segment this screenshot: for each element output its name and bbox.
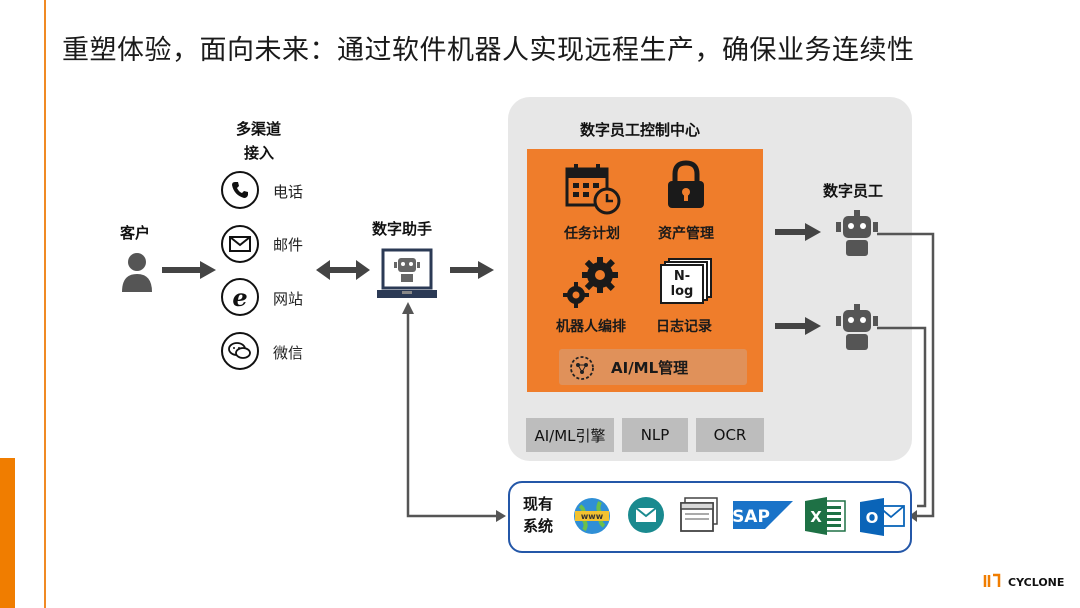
- lock-icon: [668, 160, 704, 208]
- www-text: www: [581, 512, 604, 521]
- mail-icon: [221, 225, 259, 263]
- channels-heading-line1: 多渠道: [236, 120, 282, 138]
- robot-worker-2-icon: [836, 304, 878, 350]
- ie-browser-icon: e: [221, 278, 259, 316]
- excel-text: X: [810, 508, 822, 526]
- outlook-icon: O: [860, 498, 905, 536]
- left-accent-bar: [0, 458, 15, 608]
- brand-name: CYCLONE: [1008, 576, 1065, 589]
- robot-worker-1-icon: [836, 210, 878, 256]
- calendar-clock-icon: [565, 164, 621, 215]
- control-center-title: 数字员工控制中心: [580, 121, 701, 139]
- customer-label: 客户: [120, 224, 151, 242]
- laptop-robot-icon: [377, 248, 437, 298]
- browser-window-icon: [680, 497, 718, 532]
- email-app-icon: [628, 497, 664, 533]
- label-task-schedule: 任务计划: [564, 226, 620, 242]
- page-title: 重塑体验，面向未来：通过软件机器人实现远程生产，确保业务连续性: [62, 35, 915, 66]
- channels-heading-line2: 接入: [244, 144, 275, 162]
- label-logging: 日志记录: [656, 319, 712, 335]
- aiml-management-bar: [559, 349, 747, 385]
- engine-ocr: OCR: [696, 418, 764, 452]
- channel-label-mail: 邮件: [273, 236, 304, 254]
- label-asset-management: 资产管理: [658, 226, 714, 242]
- brand-logo-icon: [983, 573, 1001, 587]
- sap-text: SAP: [733, 507, 770, 527]
- engine-nlp: NLP: [622, 418, 688, 452]
- wechat-icon: [221, 332, 259, 370]
- arrow-customer-to-channels: [162, 261, 216, 279]
- channel-label-web: 网站: [273, 290, 304, 308]
- assistant-label: 数字助手: [372, 220, 433, 238]
- person-icon: [122, 253, 152, 292]
- systems-to-assistant-connector: [402, 302, 506, 522]
- www-globe-icon: www: [574, 498, 610, 534]
- log-icon-text-top: N-: [673, 269, 691, 284]
- channel-label-wechat: 微信: [273, 344, 304, 362]
- log-icon-text-bottom: log: [670, 284, 694, 299]
- arrow-assistant-to-control: [450, 261, 494, 279]
- arrow-control-to-worker-2: [775, 317, 821, 335]
- arrow-channels-assistant: [316, 260, 370, 280]
- gears-icon: [563, 257, 618, 308]
- excel-icon: X: [805, 497, 846, 535]
- phone-icon: [221, 171, 259, 209]
- outlook-text: O: [866, 509, 879, 527]
- sap-logo-icon: SAP: [733, 501, 793, 529]
- left-accent-line: [44, 0, 46, 608]
- ai-brain-icon: [570, 356, 594, 380]
- digital-workers-label: 数字员工: [823, 182, 884, 200]
- aiml-management-label: AI/ML管理: [611, 359, 689, 377]
- label-robot-orchestration: 机器人编排: [556, 319, 626, 335]
- existing-systems-label-line1: 现有: [523, 495, 554, 513]
- existing-systems-label-line2: 系统: [523, 517, 554, 535]
- arrow-control-to-worker-1: [775, 223, 821, 241]
- log-icon: N- log: [660, 258, 716, 306]
- channel-label-phone: 电话: [273, 183, 304, 201]
- engine-aiml: AI/ML引擎: [526, 418, 614, 452]
- worker-to-systems-connectors: [877, 232, 935, 522]
